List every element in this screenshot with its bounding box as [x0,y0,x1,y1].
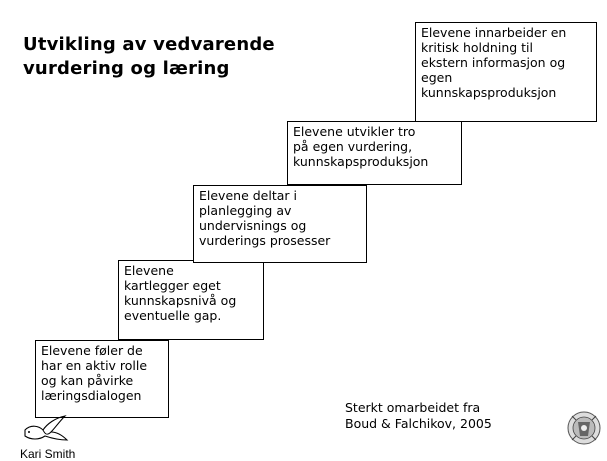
step-1-box: Elevene føler de har en aktiv rolle og k… [35,340,169,418]
diagram-title: Utvikling av vedvarende vurdering og lær… [23,33,323,81]
author-name: Kari Smith [20,447,76,461]
step-4-box: Elevene utvikler tro på egen vurdering, … [287,121,462,185]
title-line-1: Utvikling av vedvarende [23,34,275,55]
university-seal-icon [567,411,601,445]
step-3-box: Elevene deltar i planlegging av undervis… [193,185,367,263]
title-line-2: vurdering og læring [23,58,230,79]
step-2-box: Elevene kartlegger eget kunnskapsnivå og… [118,260,264,340]
source-citation: Sterkt omarbeidet fra Boud & Falchikov, … [345,400,492,431]
step-5-box: Elevene innarbeider en kritisk holdning … [415,22,597,122]
dove-logo-icon [24,415,69,441]
